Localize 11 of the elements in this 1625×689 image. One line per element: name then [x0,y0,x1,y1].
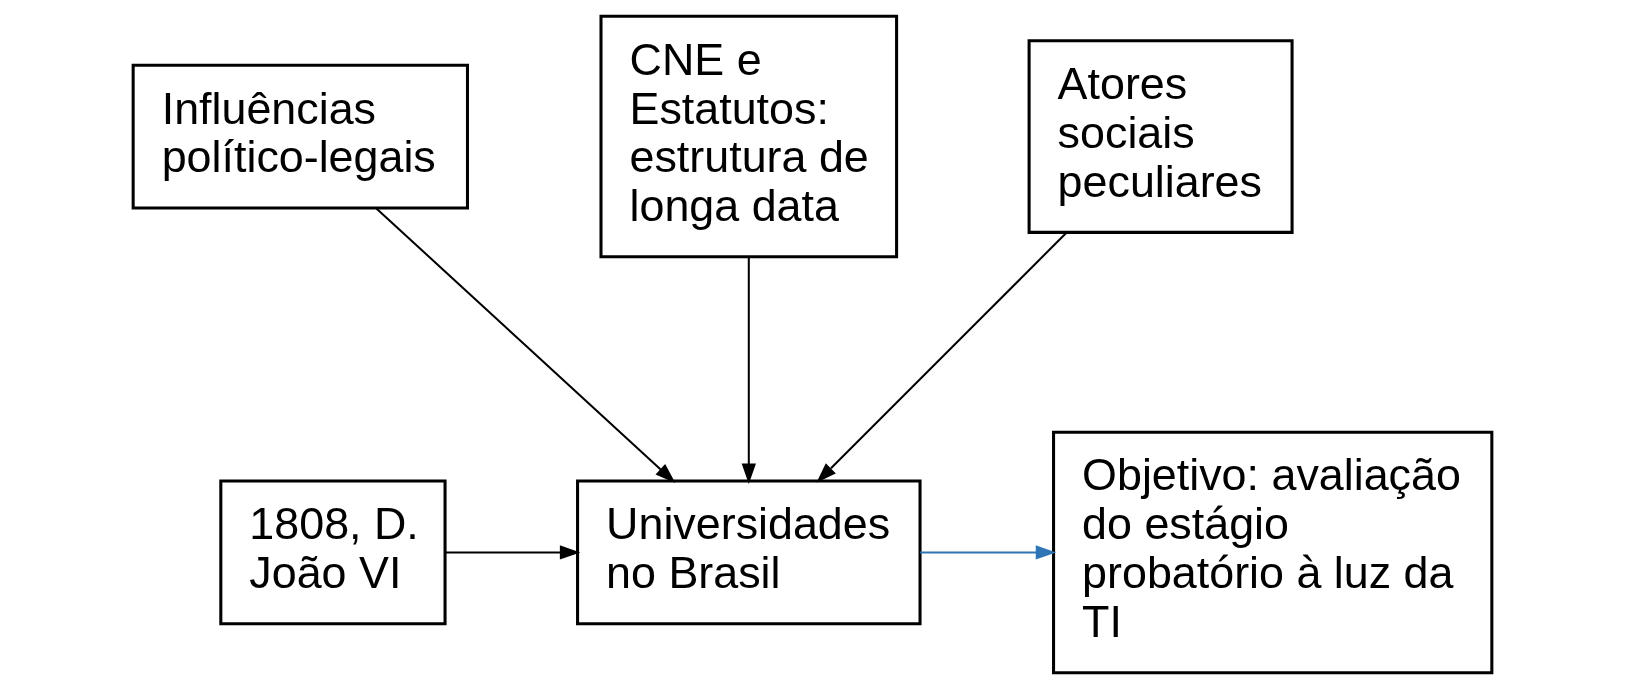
node-box: CNE e Estatutos: estrutura de longa data [599,14,899,259]
arrow [920,545,1057,560]
node-box: 1808, D. João VI [219,479,447,626]
arrow [445,545,581,560]
node-box: Influências político-legais [131,63,469,210]
node-box: Objetivo: avaliação do estágio probatório à luz da TI [1052,430,1494,675]
arrow [741,257,756,484]
arrow [816,231,1068,483]
arrow [375,207,676,483]
node-box: Atores sociais peculiares [1027,39,1294,234]
node-box: Universidades no Brasil [576,479,922,626]
